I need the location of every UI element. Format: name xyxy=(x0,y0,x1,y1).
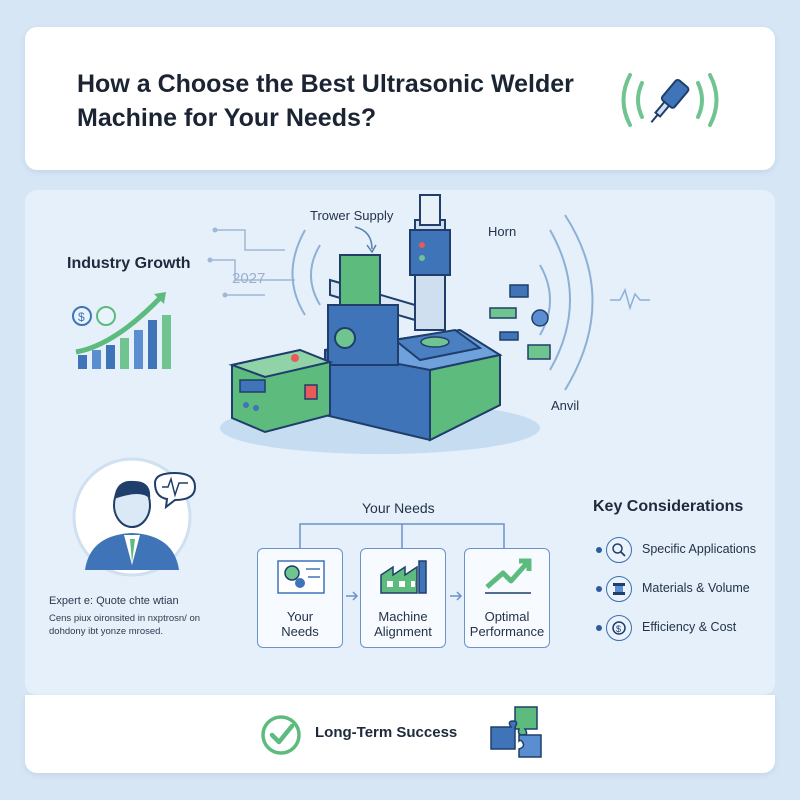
horn-label: Horn xyxy=(488,224,517,239)
step-machine-alignment-line1: Machine xyxy=(378,609,428,624)
footer-label: Long-Term Success xyxy=(315,724,458,741)
step-your-needs-line2: Needs xyxy=(281,624,319,639)
circuit-lines-decoration xyxy=(207,227,295,298)
footer-card: Long-Term Success xyxy=(25,695,775,773)
step-your-needs-line1: Your xyxy=(286,609,314,624)
arrow-icon xyxy=(346,591,359,601)
header-card: How a Choose the Best Ultrasonic Welder … xyxy=(25,27,775,170)
arrow-icon xyxy=(450,591,463,601)
growth-chart-icon: $ xyxy=(72,292,171,369)
factory-icon xyxy=(380,560,427,594)
bullet-dot xyxy=(596,586,602,592)
ultrasonic-welder-machine-illustration xyxy=(220,194,650,454)
consideration-label: Efficiency & Cost xyxy=(642,620,737,634)
step-optimal-performance-line1: Optimal xyxy=(484,609,530,624)
svg-text:$: $ xyxy=(78,310,85,324)
key-considerations-title: Key Considerations xyxy=(593,498,744,515)
bullet-dot xyxy=(596,625,602,631)
growth-arrow-icon xyxy=(485,558,532,594)
step-machine-alignment-line2: Alignment xyxy=(374,624,432,639)
consideration-label: Materials & Volume xyxy=(642,581,750,595)
power-supply-arrow xyxy=(354,226,377,254)
gear-document-icon xyxy=(277,560,325,594)
anvil-label: Anvil xyxy=(551,398,580,413)
expert-quote-line-1: Cens piux oironsited in nxptrosn/ on xyxy=(49,613,201,624)
consideration-label: Specific Applications xyxy=(642,542,756,556)
expert-avatar xyxy=(72,457,197,577)
spool-icon xyxy=(606,576,632,602)
bullet-dot xyxy=(596,547,602,553)
expert-quote-line-2: dohdony ibt yonze mrosed. xyxy=(49,626,164,637)
clock-dollar-icon: $ xyxy=(606,615,632,641)
check-circle-icon xyxy=(261,715,301,755)
your-needs-title: Your Needs xyxy=(362,500,435,516)
power-supply-label: Trower Supply xyxy=(310,208,394,223)
svg-text:$: $ xyxy=(616,624,621,634)
magnifier-icon xyxy=(606,537,632,563)
puzzle-icon xyxy=(490,706,542,758)
year-label: 2027 xyxy=(232,270,266,287)
page-title: How a Choose the Best Ultrasonic Welder … xyxy=(77,70,574,132)
needs-connector-lines xyxy=(299,523,505,548)
expert-quote-title: Expert e: Quote chte wtian xyxy=(49,595,179,607)
ultrasonic-welder-icon xyxy=(621,73,719,127)
industry-growth-title: Industry Growth xyxy=(67,255,191,272)
step-optimal-performance-line2: Performance xyxy=(469,624,545,639)
